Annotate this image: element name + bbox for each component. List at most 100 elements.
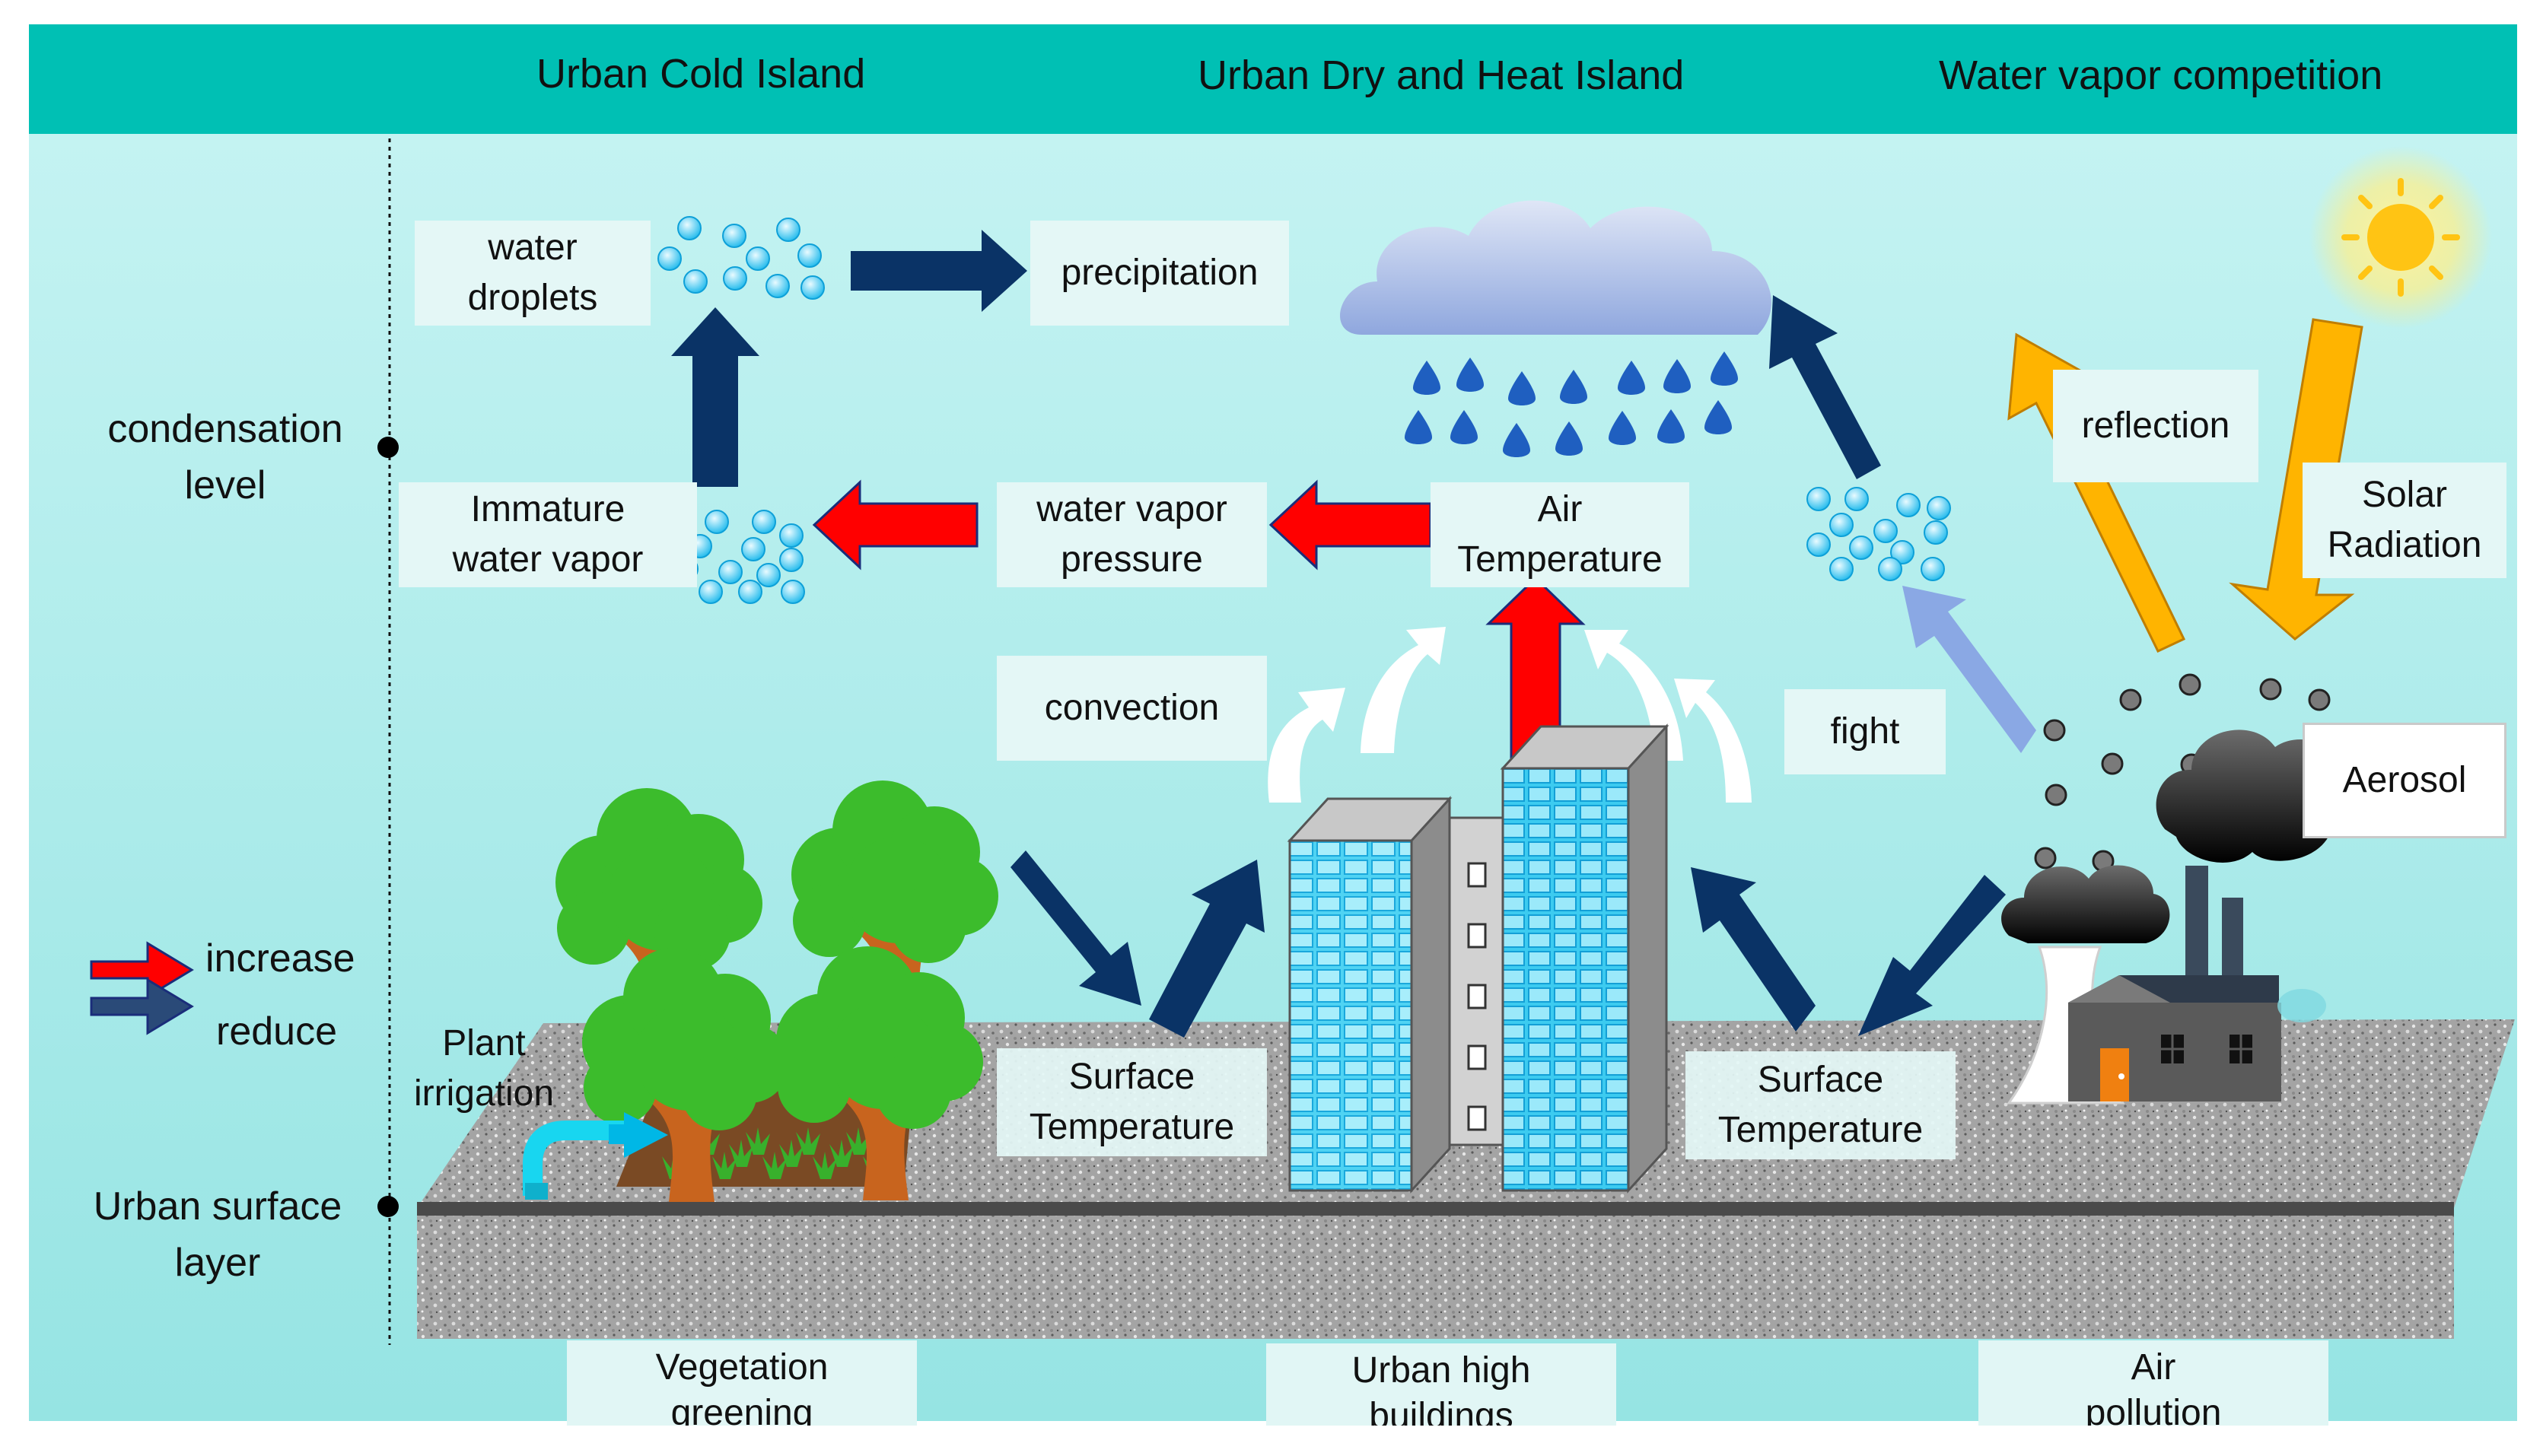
surface-layer-label: Urban surface layer [93,1184,342,1285]
aerosol-particle-icon [2308,688,2331,711]
raindrop-icon [1508,371,1536,405]
aerosol-particle-icon [2119,688,2142,711]
aerosol-particle-icon [2259,678,2282,701]
header-vapor-competition: Water vapor competition [1939,52,2383,98]
arrow-droplets-to-precipitation [851,230,1027,312]
droplet-icon [1829,513,1854,537]
droplet-icon [1806,532,1831,557]
droplet-icon [741,537,765,561]
immature-vapor-box: Immature water vapor [399,482,697,587]
raindrop-icon [1456,358,1484,392]
raindrop-icon [1609,411,1636,445]
solar-radiation-arrow [2229,318,2363,641]
convection-arrow-1 [1268,688,1345,803]
droplet-icon [1873,519,1898,543]
legend-reduce-icon [90,978,194,1035]
arrow-down-to-surface-left [1011,850,1141,1006]
vapor-pressure-box: water vapor pressure [997,482,1267,587]
droplet-icon [1849,536,1873,560]
droplet-icon [1806,487,1831,511]
condensation-level-label: condensation level [107,407,343,507]
raindrop-icon [1560,370,1587,404]
droplet-icon [677,216,702,240]
header-cold-island: Urban Cold Island [536,51,866,97]
droplet-icon [657,246,682,271]
legend-arrows [90,941,194,1035]
arrow-pressure-to-vapor [812,479,979,571]
raindrop-icon [1663,359,1691,393]
droplet-icon [699,580,723,604]
aerosol-particle-icon [2034,847,2057,869]
tree-icon [776,946,983,1200]
solar-arrows [2007,318,2363,653]
surface-temperature-right-box: Surface Temperature [1685,1051,1956,1159]
plant-irrigation-label: Plant irrigation [413,1022,555,1114]
arrow-temperature-to-pressure [1268,479,1432,571]
legend-increase-label: increase [205,936,355,981]
droplet-icon [1878,557,1902,581]
vegetation-greening-label: Vegetation greening [567,1340,917,1426]
urban-high-buildings-label: Urban high buildings [1266,1343,1616,1426]
droplet-icon [723,266,747,291]
solar-radiation-box: Solar Radiation [2303,463,2506,578]
fight-arrow [1902,586,2036,753]
droplet-icon [718,560,743,584]
convection-box: convection [997,656,1267,761]
raindrop-icon [1413,361,1440,395]
fight-box: fight [1784,689,1946,774]
droplet-icon [1844,487,1869,511]
factory-icon [2007,866,2326,1105]
sun-icon [2309,146,2492,329]
droplet-icon [765,274,790,298]
ground-front [417,1216,2454,1339]
aerosol-particle-icon [2101,752,2124,775]
droplet-icon [1921,557,1945,581]
raindrop-icon [1704,400,1732,434]
air-temperature-box: Air Temperature [1431,482,1689,587]
cloud-icon [1340,200,1771,335]
tree-icon [582,948,789,1202]
raindrop-icon [1618,361,1645,395]
surface-level-marker [377,1196,399,1217]
arrow-to-cloud [1769,295,1881,479]
irrigation-pipe-icon [523,1112,668,1200]
arrow-vapor-to-droplets [671,307,759,487]
precipitation-box: precipitation [1030,221,1289,326]
aerosol-particle-icon [2043,719,2066,742]
aerosol-box: Aerosol [2303,723,2506,838]
raindrop-icon [1450,410,1478,444]
droplet-icon [797,243,822,268]
header-dry-heat-island: Urban Dry and Heat Island [1198,52,1685,98]
droplet-icon [683,269,708,294]
aerosol-particle-icon [2179,673,2201,696]
legend-reduce-label: reduce [216,1009,337,1054]
building-icon [1287,723,1669,1194]
convection-arrow-4 [1674,679,1752,803]
aerosol-particle-icon [2045,784,2067,806]
arrow-down-to-surface-right [1858,875,2006,1036]
droplet-icon [738,580,762,604]
raindrop-icon [1503,423,1530,457]
droplet-icon [722,224,746,248]
ground-edge [417,1202,2454,1216]
droplet-icon [800,275,825,300]
droplet-icon [752,510,776,534]
convection-arrow-2 [1361,627,1446,753]
surface-temperature-left-box: Surface Temperature [997,1048,1267,1156]
header-bar [29,24,2517,134]
arrow-up-from-surface-right [1691,867,1816,1032]
air-pollution-label: Air pollution [1978,1340,2328,1426]
droplet-icon [1829,557,1854,581]
arrow-up-from-surface-left [1149,860,1265,1038]
raindrop-icon [1711,351,1738,386]
legend-increase-icon [90,941,194,999]
raindrop-icon [1555,421,1583,456]
vegetation-area [523,780,998,1202]
droplet-icon [1927,496,1951,520]
condensation-level-marker [377,437,399,458]
droplet-icon [1896,493,1921,517]
droplet-icon [705,510,729,534]
droplet-group [657,216,1951,604]
